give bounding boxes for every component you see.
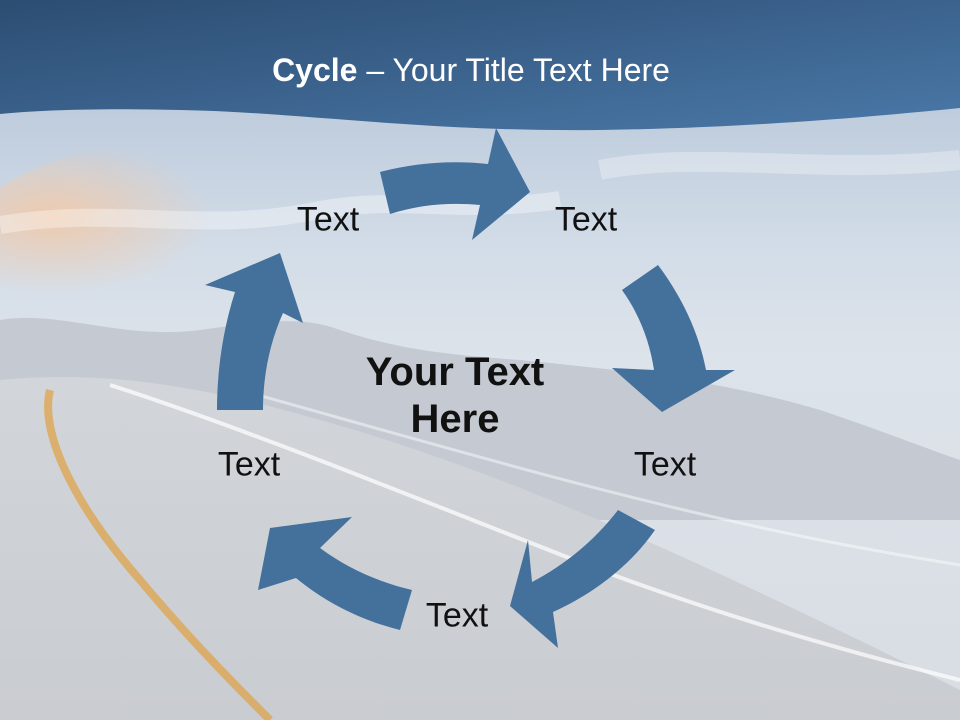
cycle-node-label: Text [633,445,697,484]
cycle-arrow-4 [258,517,412,630]
slide-title: Cycle – Your Title Text Here [0,52,942,89]
title-bold: Cycle [272,52,358,88]
cycle-node-label: Text [296,200,360,239]
cycle-node-label: Text [217,445,281,484]
center-text: Your Text Here [365,349,545,441]
cycle-arrow-1 [380,128,530,240]
cycle-node-label: Text [425,596,489,635]
cycle-arrow-2 [612,265,735,412]
cycle-arrow-5 [205,253,303,410]
cycle-node-label: Text [554,200,618,239]
title-rest: – Your Title Text Here [357,52,670,88]
cycle-arrow-3 [510,510,655,648]
